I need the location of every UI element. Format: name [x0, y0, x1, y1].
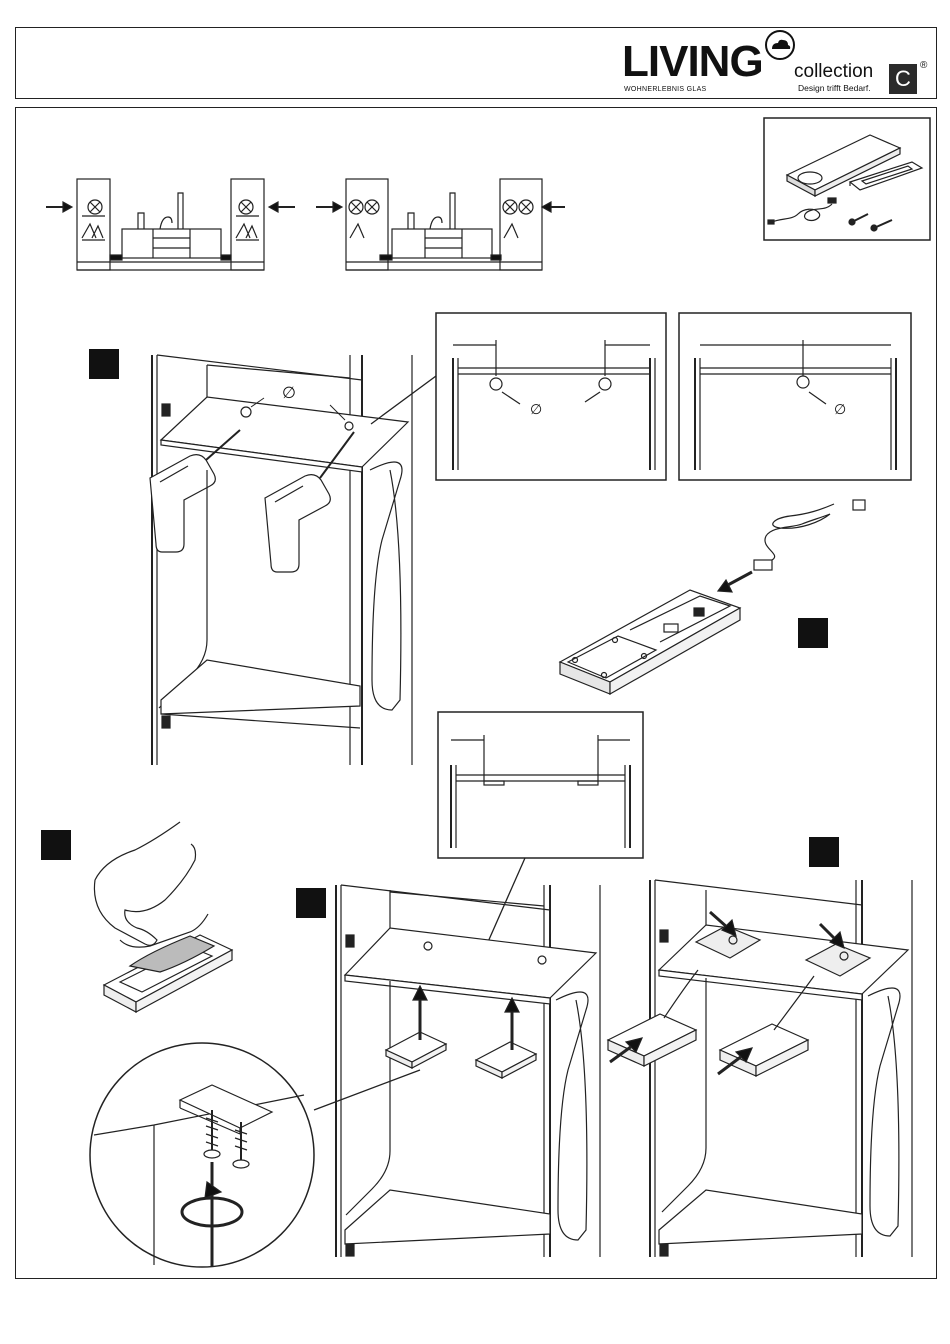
light-bulb-icon [88, 200, 102, 214]
push-arrow-icon [505, 998, 519, 1050]
push-arrow-icon [316, 202, 342, 212]
hinge-icon [162, 716, 170, 728]
power-cable-icon [754, 500, 865, 570]
diameter-label: ∅ [530, 401, 542, 417]
lamp-socket-icon [476, 1042, 536, 1078]
lamp-socket-icon [787, 135, 900, 196]
detail-lamp-positions [438, 712, 643, 858]
push-arrow-icon [413, 986, 427, 1040]
light-bulb-icon [365, 200, 379, 214]
push-arrow-icon [269, 202, 295, 212]
hinge-icon [660, 1244, 668, 1256]
hinge-icon [162, 404, 170, 416]
light-bulb-icon [503, 200, 517, 214]
light-bulb-icon [349, 200, 363, 214]
lamp-socket-icon [720, 1024, 808, 1076]
detail-one-hole: ∅ [679, 313, 911, 480]
hinge-icon [346, 1244, 354, 1256]
push-arrow-icon [718, 572, 752, 592]
light-bulb-icon [239, 200, 253, 214]
lamp-cable-connection [560, 500, 865, 694]
screw-icon [849, 214, 892, 231]
overview-one-lamp [46, 179, 295, 270]
diameter-label: ∅ [834, 401, 846, 417]
leader-line [371, 376, 436, 424]
light-bulb-icon [519, 200, 533, 214]
power-cable-icon [768, 198, 836, 224]
adhesive-step [94, 822, 232, 1012]
cabinet-lamp-insert-view [608, 880, 912, 1257]
hinge-icon [660, 930, 668, 942]
hinge-icon [346, 935, 354, 947]
cabinet-mounting-view [336, 885, 600, 1257]
leader-line [314, 1070, 420, 1110]
hand-icon [94, 822, 208, 947]
push-arrow-icon [46, 202, 72, 212]
lamp-socket-icon [386, 1032, 446, 1068]
detail-two-holes: ∅ [436, 313, 666, 480]
cabinet-drilling-view: ∅ [150, 355, 412, 765]
push-arrow-icon [542, 202, 565, 212]
overview-two-lamps [316, 179, 565, 270]
parts-kit [764, 118, 930, 240]
lamp-socket-icon [608, 1014, 696, 1066]
diameter-label: ∅ [282, 385, 296, 402]
